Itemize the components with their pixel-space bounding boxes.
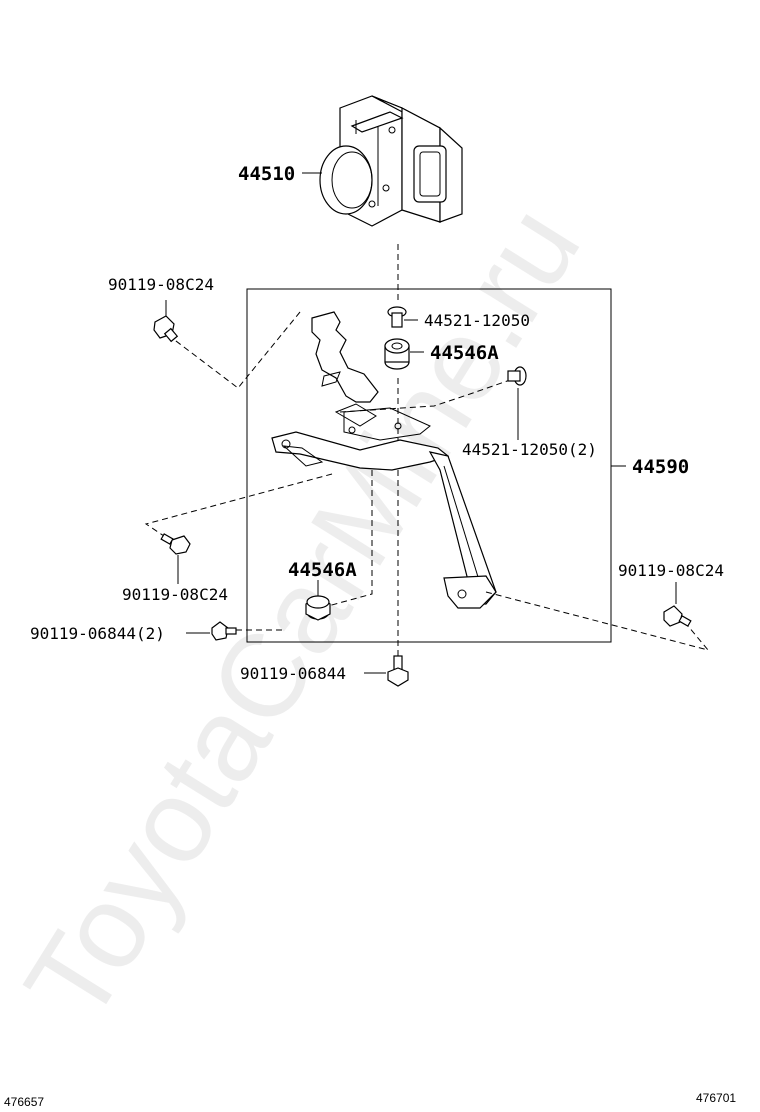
part-label-44590[interactable]: 44590 — [632, 456, 689, 478]
bolt-lower-left-illustration — [211, 621, 237, 641]
bracket-illustration — [271, 311, 497, 609]
part-label-90119-08c24-upper[interactable]: 90119-08C24 — [108, 275, 214, 294]
part-label-90119-06844[interactable]: 90119-06844 — [240, 664, 346, 683]
bolt-upper-left-illustration — [153, 315, 179, 343]
footer-left-code: 476657 — [4, 1095, 44, 1109]
part-label-90119-08c24-mid[interactable]: 90119-08C24 — [122, 585, 228, 604]
part-label-44546a-top[interactable]: 44546A — [430, 342, 499, 364]
part-label-44510[interactable]: 44510 — [238, 163, 295, 185]
abs-actuator-illustration — [319, 95, 463, 227]
part-label-90119-08c24-right[interactable]: 90119-08C24 — [618, 561, 724, 580]
bolt-right-illustration — [663, 605, 692, 627]
part-label-44521-12050-2[interactable]: 44521-12050(2) — [462, 440, 597, 459]
part-label-44546a-bottom[interactable]: 44546A — [288, 559, 357, 581]
bushing-bolt-top-illustration — [387, 306, 407, 328]
cushion-top-illustration — [384, 338, 410, 370]
bushing-bolt-right-illustration — [507, 366, 527, 386]
footer-right-code: 476701 — [696, 1091, 736, 1105]
cushion-bottom-illustration — [305, 595, 331, 621]
part-label-44521-12050[interactable]: 44521-12050 — [424, 311, 530, 330]
part-label-90119-06844-2[interactable]: 90119-06844(2) — [30, 624, 165, 643]
bolt-bottom-illustration — [387, 655, 409, 687]
bolt-mid-left-illustration — [160, 533, 191, 555]
